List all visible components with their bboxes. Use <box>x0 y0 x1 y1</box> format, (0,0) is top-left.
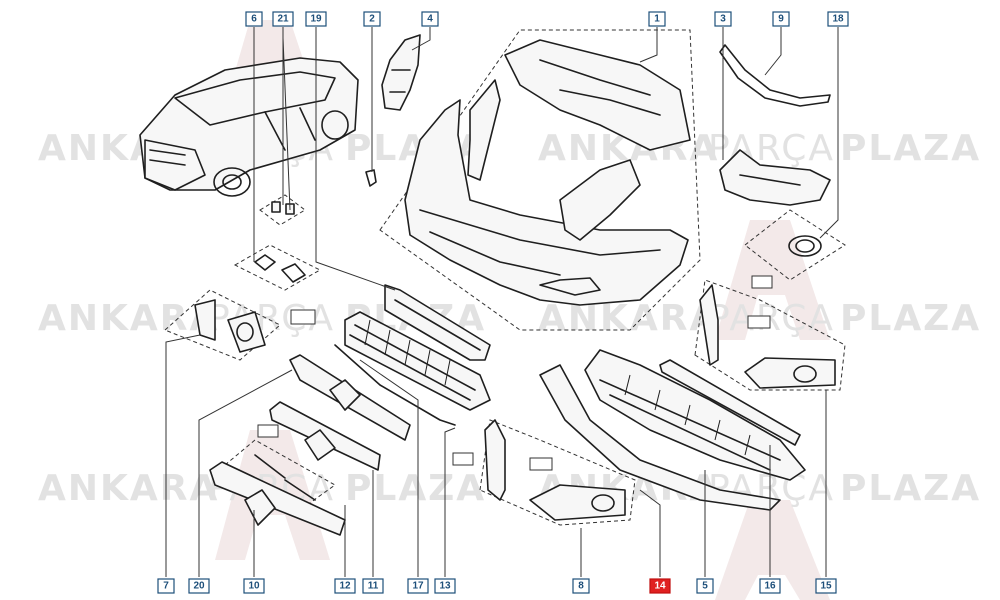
watermark-text: PLAZA <box>840 468 981 509</box>
callout-15: 15 <box>815 578 837 594</box>
upper-absorber <box>504 39 691 151</box>
car-overview-illustration <box>139 57 359 197</box>
callout-9: 9 <box>772 11 790 27</box>
callout-6: 6 <box>245 11 263 27</box>
callout-5: 5 <box>696 578 714 594</box>
callout-12: 12 <box>334 578 356 594</box>
watermark-logo-mark <box>715 500 830 600</box>
part-4-bracket <box>381 34 421 111</box>
watermark-text: ANKARA <box>38 468 219 509</box>
callout-label: 21 <box>277 14 289 25</box>
callout-label: 20 <box>193 581 205 592</box>
callout-label: 3 <box>720 14 726 25</box>
part-7-brackets <box>164 289 281 361</box>
callout-14-highlighted[interactable]: 14 <box>649 578 671 594</box>
callout-20: 20 <box>188 578 210 594</box>
part-3-bracket <box>719 149 831 206</box>
part-18-fog-ring <box>744 209 846 289</box>
callout-18: 18 <box>827 11 849 27</box>
part-20-grille-frame <box>289 354 411 441</box>
leader-lines <box>165 27 839 577</box>
callout-7: 7 <box>157 578 175 594</box>
part-10-grille-assembly <box>209 461 346 536</box>
callout-label: 8 <box>578 581 584 592</box>
callout-label: 7 <box>163 581 169 592</box>
callout-label: 11 <box>368 581 379 592</box>
callout-label: 17 <box>412 581 424 592</box>
callout-1: 1 <box>648 11 666 27</box>
watermark-text: PLAZA <box>840 298 981 339</box>
callout-10: 10 <box>243 578 265 594</box>
part-11-chrome-strip <box>269 401 381 471</box>
callout-4: 4 <box>421 11 439 27</box>
watermark-text: PLAZA <box>840 128 981 169</box>
callout-label: 18 <box>832 14 844 25</box>
callout-label: 5 <box>702 581 708 592</box>
callout-label: 19 <box>310 14 322 25</box>
callout-label: 10 <box>248 581 260 592</box>
callout-label: 13 <box>439 581 451 592</box>
callout-label: 12 <box>339 581 351 592</box>
callout-label: 4 <box>427 14 433 25</box>
part-14-lower-spoiler <box>539 364 781 511</box>
callout-label: 9 <box>778 14 784 25</box>
callout-3: 3 <box>714 11 732 27</box>
callout-label: 15 <box>820 581 832 592</box>
callout-17: 17 <box>407 578 429 594</box>
callout-2: 2 <box>363 11 381 27</box>
callout-label: 14 <box>654 581 666 592</box>
callout-16: 16 <box>759 578 781 594</box>
callout-label: 1 <box>654 14 660 25</box>
part-17-lower-grille <box>344 311 491 411</box>
callout-19: 19 <box>305 11 327 27</box>
callout-8: 8 <box>572 578 590 594</box>
part-13-grille-trim <box>334 344 456 426</box>
watermark-text: ANKARA <box>38 298 219 339</box>
part-2-clip <box>365 169 377 187</box>
callout-21: 21 <box>272 11 294 27</box>
callout-11: 11 <box>362 578 384 594</box>
clip-markers-top <box>290 309 474 466</box>
part-16-trim-strip <box>659 359 801 446</box>
watermark-row: ANKARA PARÇA PLAZA ANKARA PARÇA PLAZA <box>38 298 981 339</box>
part-5-lower-absorber <box>584 349 806 481</box>
part-19-upper-grille <box>384 284 491 361</box>
callout-label: 16 <box>764 581 776 592</box>
watermark-text: PARÇA <box>708 298 835 339</box>
watermark-text: ANKARA <box>538 298 719 339</box>
callout-label: 6 <box>251 14 257 25</box>
part-1-group <box>379 29 701 331</box>
watermark-text: PLAZA <box>345 468 486 509</box>
part-8-fog-bezel <box>479 419 636 526</box>
callout-label: 2 <box>369 14 375 25</box>
part-6-clips <box>233 244 322 291</box>
part-15-fog-surround <box>694 279 846 391</box>
callout-13: 13 <box>434 578 456 594</box>
part-9-trim-strip <box>719 44 831 107</box>
